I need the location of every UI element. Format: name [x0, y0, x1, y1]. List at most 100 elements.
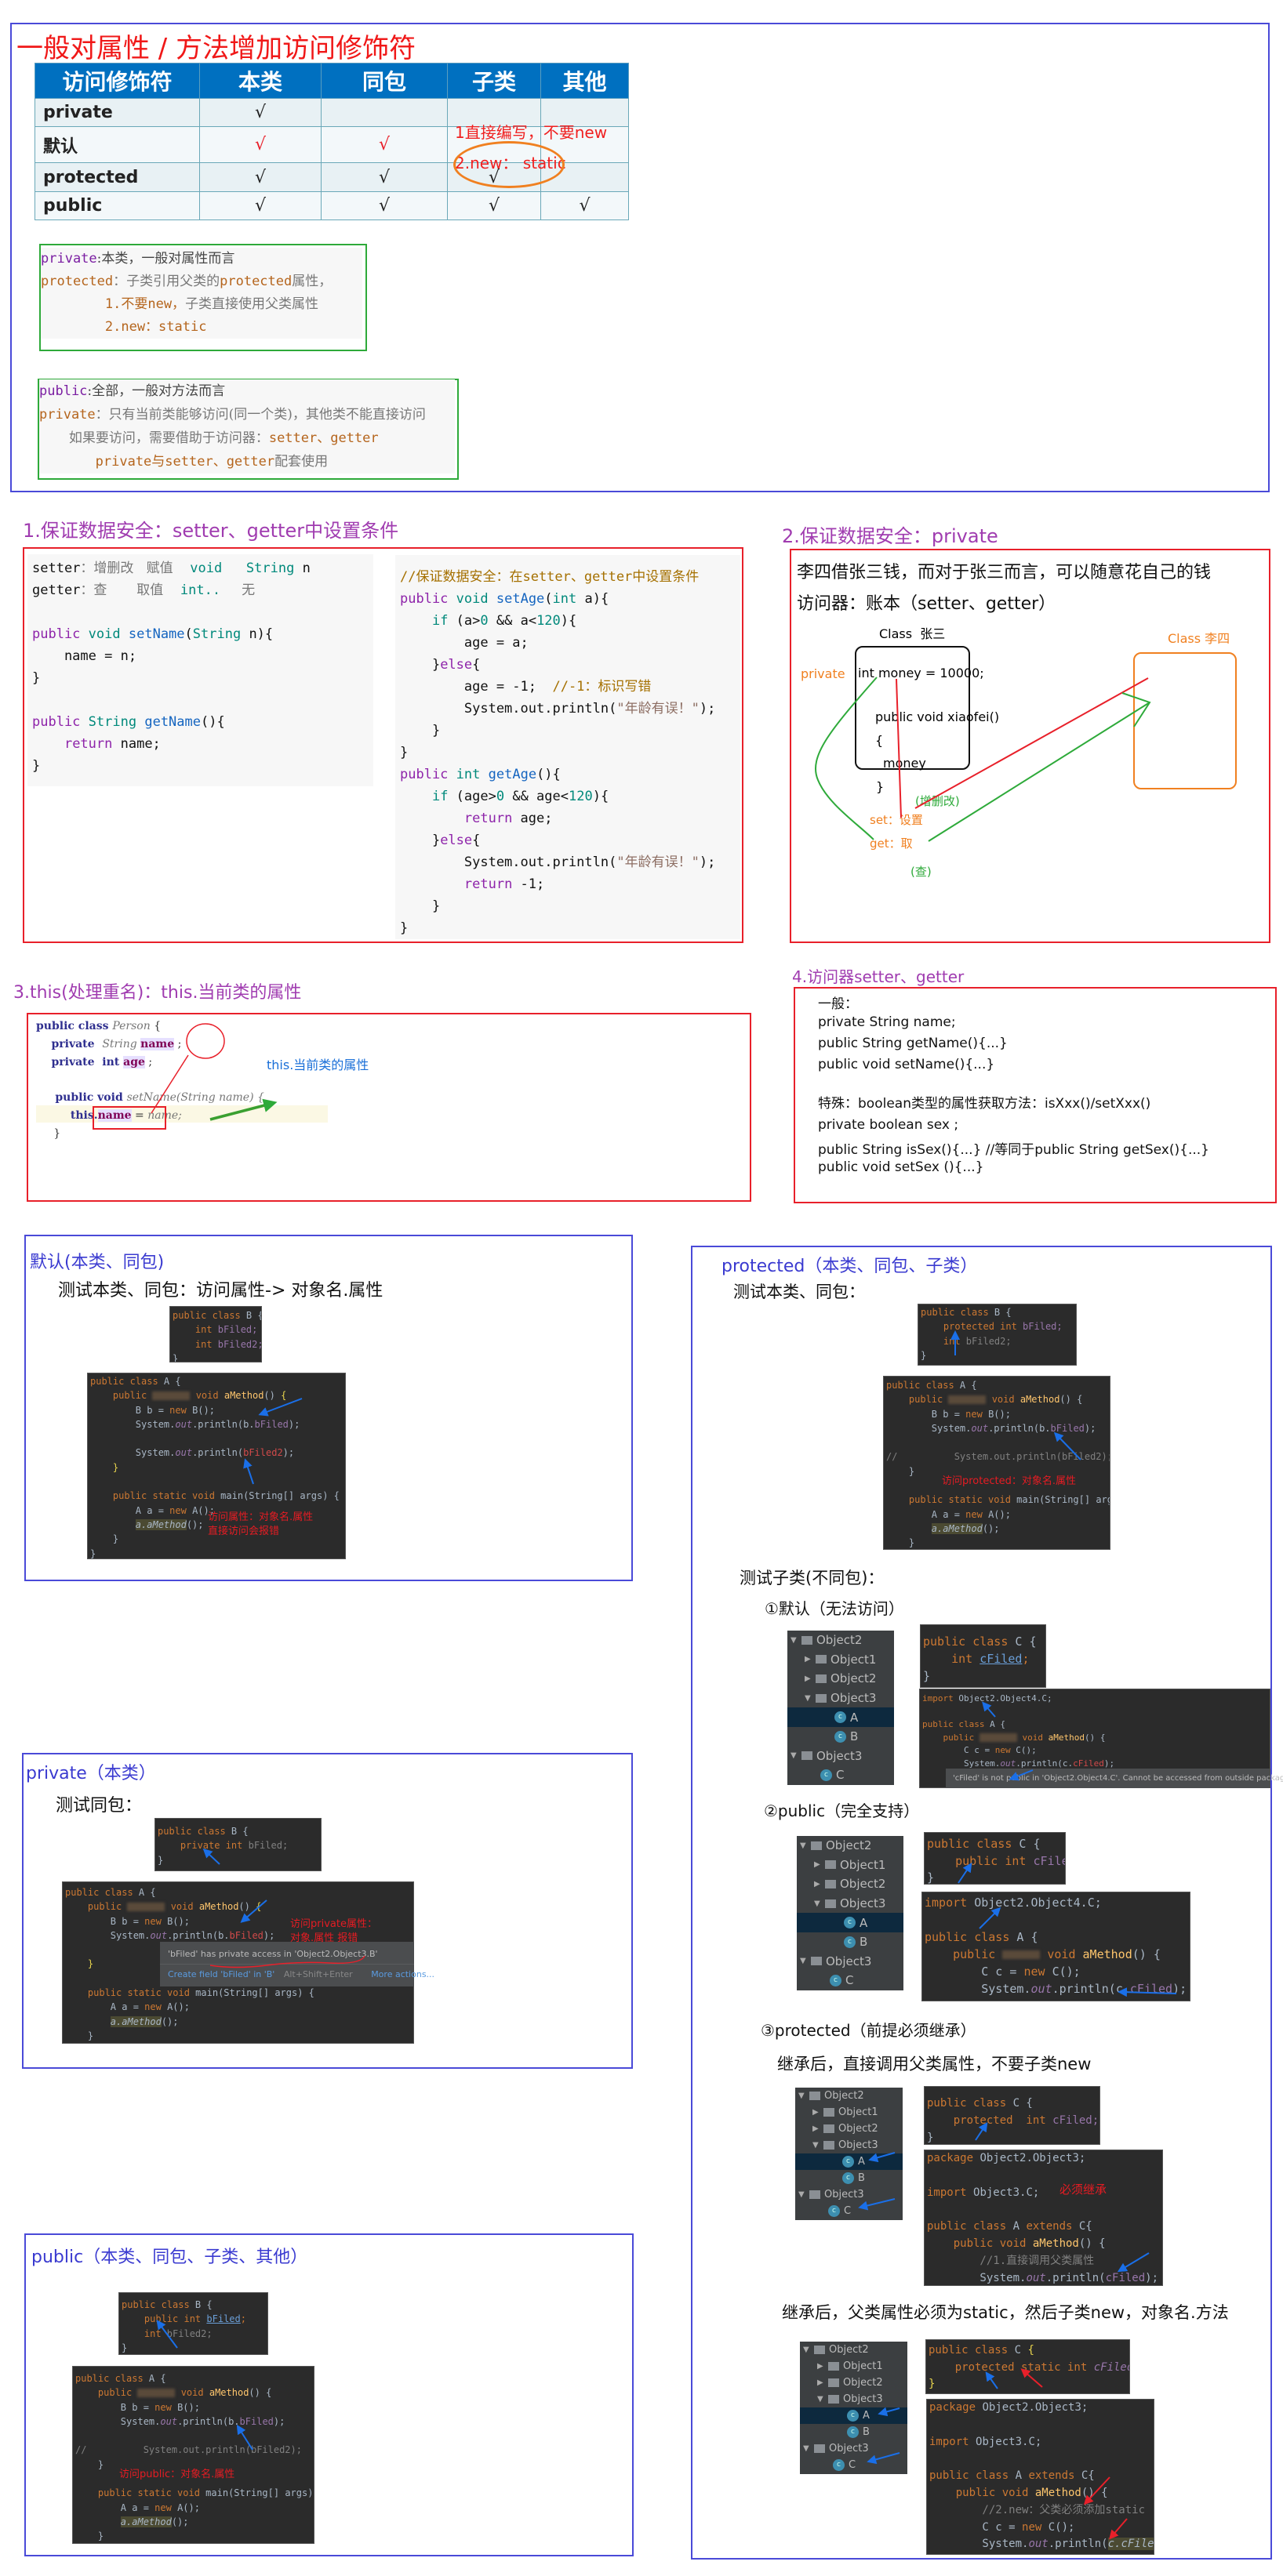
tree-folder-item[interactable]: ▼Object3 — [800, 2440, 907, 2457]
code-token: public class — [886, 1380, 960, 1391]
expanded-arrow-icon[interactable]: ▼ — [800, 1841, 806, 1850]
code-token: public class — [122, 2299, 195, 2310]
tree-folder-item[interactable]: ▶Object1 — [800, 2358, 907, 2375]
code-token: B { — [994, 1307, 1012, 1318]
package-folder-icon — [816, 1655, 827, 1664]
code-line: public class B { — [122, 2298, 267, 2312]
create-field-action[interactable]: Create field 'bFiled' in 'B' — [168, 1969, 275, 1979]
tree-folder-item[interactable]: ▼Object3 — [787, 1747, 894, 1766]
collapsed-arrow-icon[interactable]: ▶ — [817, 2378, 823, 2387]
tree-item-label: Object1 — [830, 1652, 877, 1667]
expanded-arrow-icon[interactable]: ▼ — [803, 2346, 809, 2354]
code-token: ：只有当前类能够访问(同一个类)，其他类不能直接访问 — [95, 407, 426, 423]
collapsed-arrow-icon[interactable]: ▶ — [805, 1674, 811, 1683]
default-code-b: public class B { int bFiled; int bFiled2… — [169, 1306, 262, 1362]
expanded-arrow-icon[interactable]: ▼ — [812, 2141, 819, 2150]
code-token: } — [36, 1127, 61, 1140]
tree-folder-item[interactable]: ▶Object2 — [795, 2121, 903, 2137]
expanded-arrow-icon[interactable]: ▼ — [798, 2190, 805, 2199]
expanded-arrow-icon[interactable]: ▼ — [800, 1957, 806, 1966]
code-token — [32, 736, 64, 752]
code-token: package — [929, 2401, 983, 2414]
more-actions-link[interactable]: More actions... — [371, 1969, 435, 1979]
class-lisi-label: Class 李四 — [1168, 631, 1230, 646]
case2-title: ②public（完全支持） — [764, 1801, 920, 1820]
tree-folder-item[interactable]: ▼Object2 — [787, 1631, 894, 1650]
tree-folder-item[interactable]: ▶Object2 — [787, 1669, 894, 1689]
tree-folder-item[interactable]: ▶Object2 — [797, 1874, 903, 1894]
tree-item-label: B — [860, 1935, 868, 1950]
tree-folder-item[interactable]: ▶Object1 — [797, 1856, 903, 1875]
code-token: aMethod — [1032, 2237, 1079, 2250]
collapsed-arrow-icon[interactable]: ▶ — [817, 2362, 823, 2371]
expanded-arrow-icon[interactable]: ▼ — [798, 2092, 805, 2100]
code-line: } — [65, 2029, 413, 2043]
protected-code-a: public class A { public void aMethod() {… — [883, 1376, 1110, 1550]
tree-folder-item[interactable]: ▶Object2 — [800, 2375, 907, 2391]
tree-folder-item[interactable]: ▶ Object1 — [787, 1650, 894, 1670]
code-token: import — [922, 1693, 959, 1703]
collapsed-arrow-icon[interactable]: ▶ — [814, 1879, 820, 1888]
code-line: getter：查 取值 int.. 无 — [32, 579, 373, 601]
code-token: out — [1030, 1982, 1052, 1996]
tree-folder-item[interactable]: ▼Object2 — [795, 2088, 903, 2104]
code-token: String — [102, 1037, 141, 1050]
code-line: if (a>0 && a<120){ — [400, 610, 740, 632]
tree-folder-item[interactable]: ▼Object3 — [797, 1894, 903, 1914]
tree-folder-item[interactable]: ▼Object3 — [795, 2137, 903, 2153]
expanded-arrow-icon[interactable]: ▼ — [791, 1635, 797, 1645]
tree-folder-item[interactable]: ▼Object3 — [787, 1689, 894, 1708]
code-token: aMethod — [224, 1390, 264, 1402]
tree-folder-item[interactable]: ▼Object3 — [795, 2186, 903, 2203]
tree-folder-item[interactable]: ▼Object2 — [800, 2342, 907, 2358]
code-token: && age< — [504, 789, 569, 804]
code-token: A a = — [75, 2502, 155, 2513]
code-token: -1; — [512, 876, 545, 892]
code-line: } — [90, 1547, 345, 1558]
expanded-arrow-icon[interactable]: ▼ — [817, 2395, 823, 2404]
java-class-icon: c — [834, 1730, 846, 1743]
code-token: 0 — [480, 613, 489, 629]
expanded-arrow-icon[interactable]: ▼ — [805, 1693, 811, 1703]
section1-frame — [23, 547, 743, 943]
code-token: B(); — [177, 2401, 200, 2413]
collapsed-arrow-icon[interactable]: ▶ — [814, 1860, 820, 1870]
tree-folder-item[interactable]: ▶Object1 — [795, 2104, 903, 2121]
tree-folder-item[interactable]: ▼Object3 — [800, 2391, 907, 2407]
code-token: { — [1027, 2344, 1034, 2356]
collapsed-arrow-icon[interactable]: ▶ — [805, 1655, 811, 1664]
collapsed-arrow-icon[interactable]: ▶ — [812, 2124, 819, 2133]
tree-folder-item[interactable]: ▼Object3 — [797, 1952, 903, 1972]
code-line — [75, 2429, 314, 2443]
tree-folder-item[interactable]: ▼Object2 — [797, 1836, 903, 1856]
code-token: = — [131, 1108, 148, 1122]
expanded-arrow-icon[interactable]: ▼ — [803, 2444, 809, 2453]
access-check-cell: √ — [321, 190, 448, 221]
expanded-arrow-icon[interactable]: ▼ — [791, 1751, 797, 1761]
code-token: (age> — [448, 789, 496, 804]
code-token: (); — [982, 1522, 1000, 1534]
code-token: private — [41, 251, 97, 267]
expanded-arrow-icon[interactable]: ▼ — [814, 1899, 820, 1908]
protected-code-b: public class B { protected int bFiled; i… — [918, 1304, 1077, 1366]
collapsed-arrow-icon[interactable]: ▶ — [812, 2108, 819, 2117]
code-token — [489, 591, 496, 607]
shortcut-hint: Alt+Shift+Enter — [283, 1969, 353, 1979]
